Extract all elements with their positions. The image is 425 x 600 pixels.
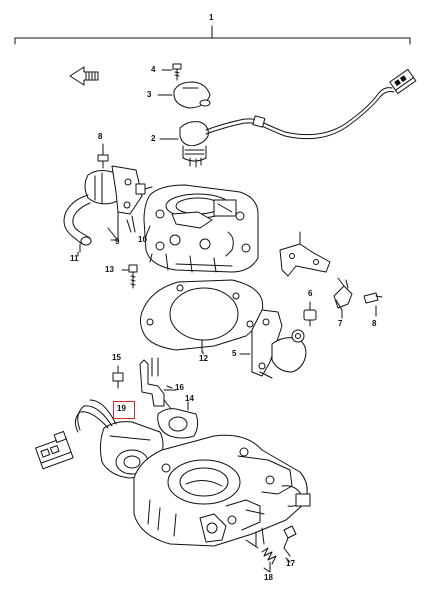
callout-part-5[interactable]: 5 [232, 349, 237, 358]
gasket-part-12 [139, 279, 264, 353]
bracket-part-16 [139, 357, 177, 411]
lower-throttle-body [133, 434, 311, 547]
callout-part-2[interactable]: 2 [151, 134, 156, 143]
callout-part-18[interactable]: 18 [264, 573, 273, 582]
callout-part-12[interactable]: 12 [199, 354, 208, 363]
linkage-bracket [279, 231, 331, 277]
callout-part-6[interactable]: 6 [308, 289, 313, 298]
callout-leaders [77, 219, 291, 573]
spring-part-18 [245, 539, 277, 573]
screw-part-6 [303, 301, 317, 327]
callout-part-3[interactable]: 3 [147, 90, 152, 99]
highlighted-part-box[interactable] [113, 401, 135, 419]
callout-part-7[interactable]: 7 [338, 319, 343, 328]
screw-part-8-right [363, 292, 383, 317]
callout-part-19[interactable]: 19 [117, 404, 126, 413]
screw-part-15 [112, 365, 124, 389]
callout-part-11[interactable]: 11 [70, 254, 79, 263]
callout-part-14[interactable]: 14 [185, 394, 194, 403]
callout-part-10[interactable]: 10 [138, 235, 147, 244]
actuator-part-5 [239, 309, 307, 379]
pressure-sensor-part-9 [84, 165, 153, 241]
upper-throttle-body [143, 184, 259, 273]
callout-part-4[interactable]: 4 [151, 65, 156, 74]
assembly-bracket [14, 25, 411, 45]
callout-part-16[interactable]: 16 [175, 383, 184, 392]
callout-part-8-right[interactable]: 8 [372, 319, 377, 328]
assembly-number: 1 [209, 13, 214, 22]
screw-part-13 [121, 264, 138, 289]
throttle-sensor-part-2 [159, 68, 417, 168]
front-arrow-icon [69, 66, 99, 86]
bracket-part-7 [333, 277, 353, 319]
hose-part-11 [63, 194, 92, 253]
screw-part-8-upper [97, 143, 109, 169]
callout-part-8-upper[interactable]: 8 [98, 132, 103, 141]
callout-part-17[interactable]: 17 [286, 559, 295, 568]
screw-part-4 [161, 63, 182, 81]
callout-part-15[interactable]: 15 [112, 353, 121, 362]
callout-part-9[interactable]: 9 [115, 237, 120, 246]
gasket-part-14 [157, 401, 199, 439]
cap-part-3 [157, 81, 211, 109]
screw-part-17 [283, 525, 297, 557]
callout-part-13[interactable]: 13 [105, 265, 114, 274]
